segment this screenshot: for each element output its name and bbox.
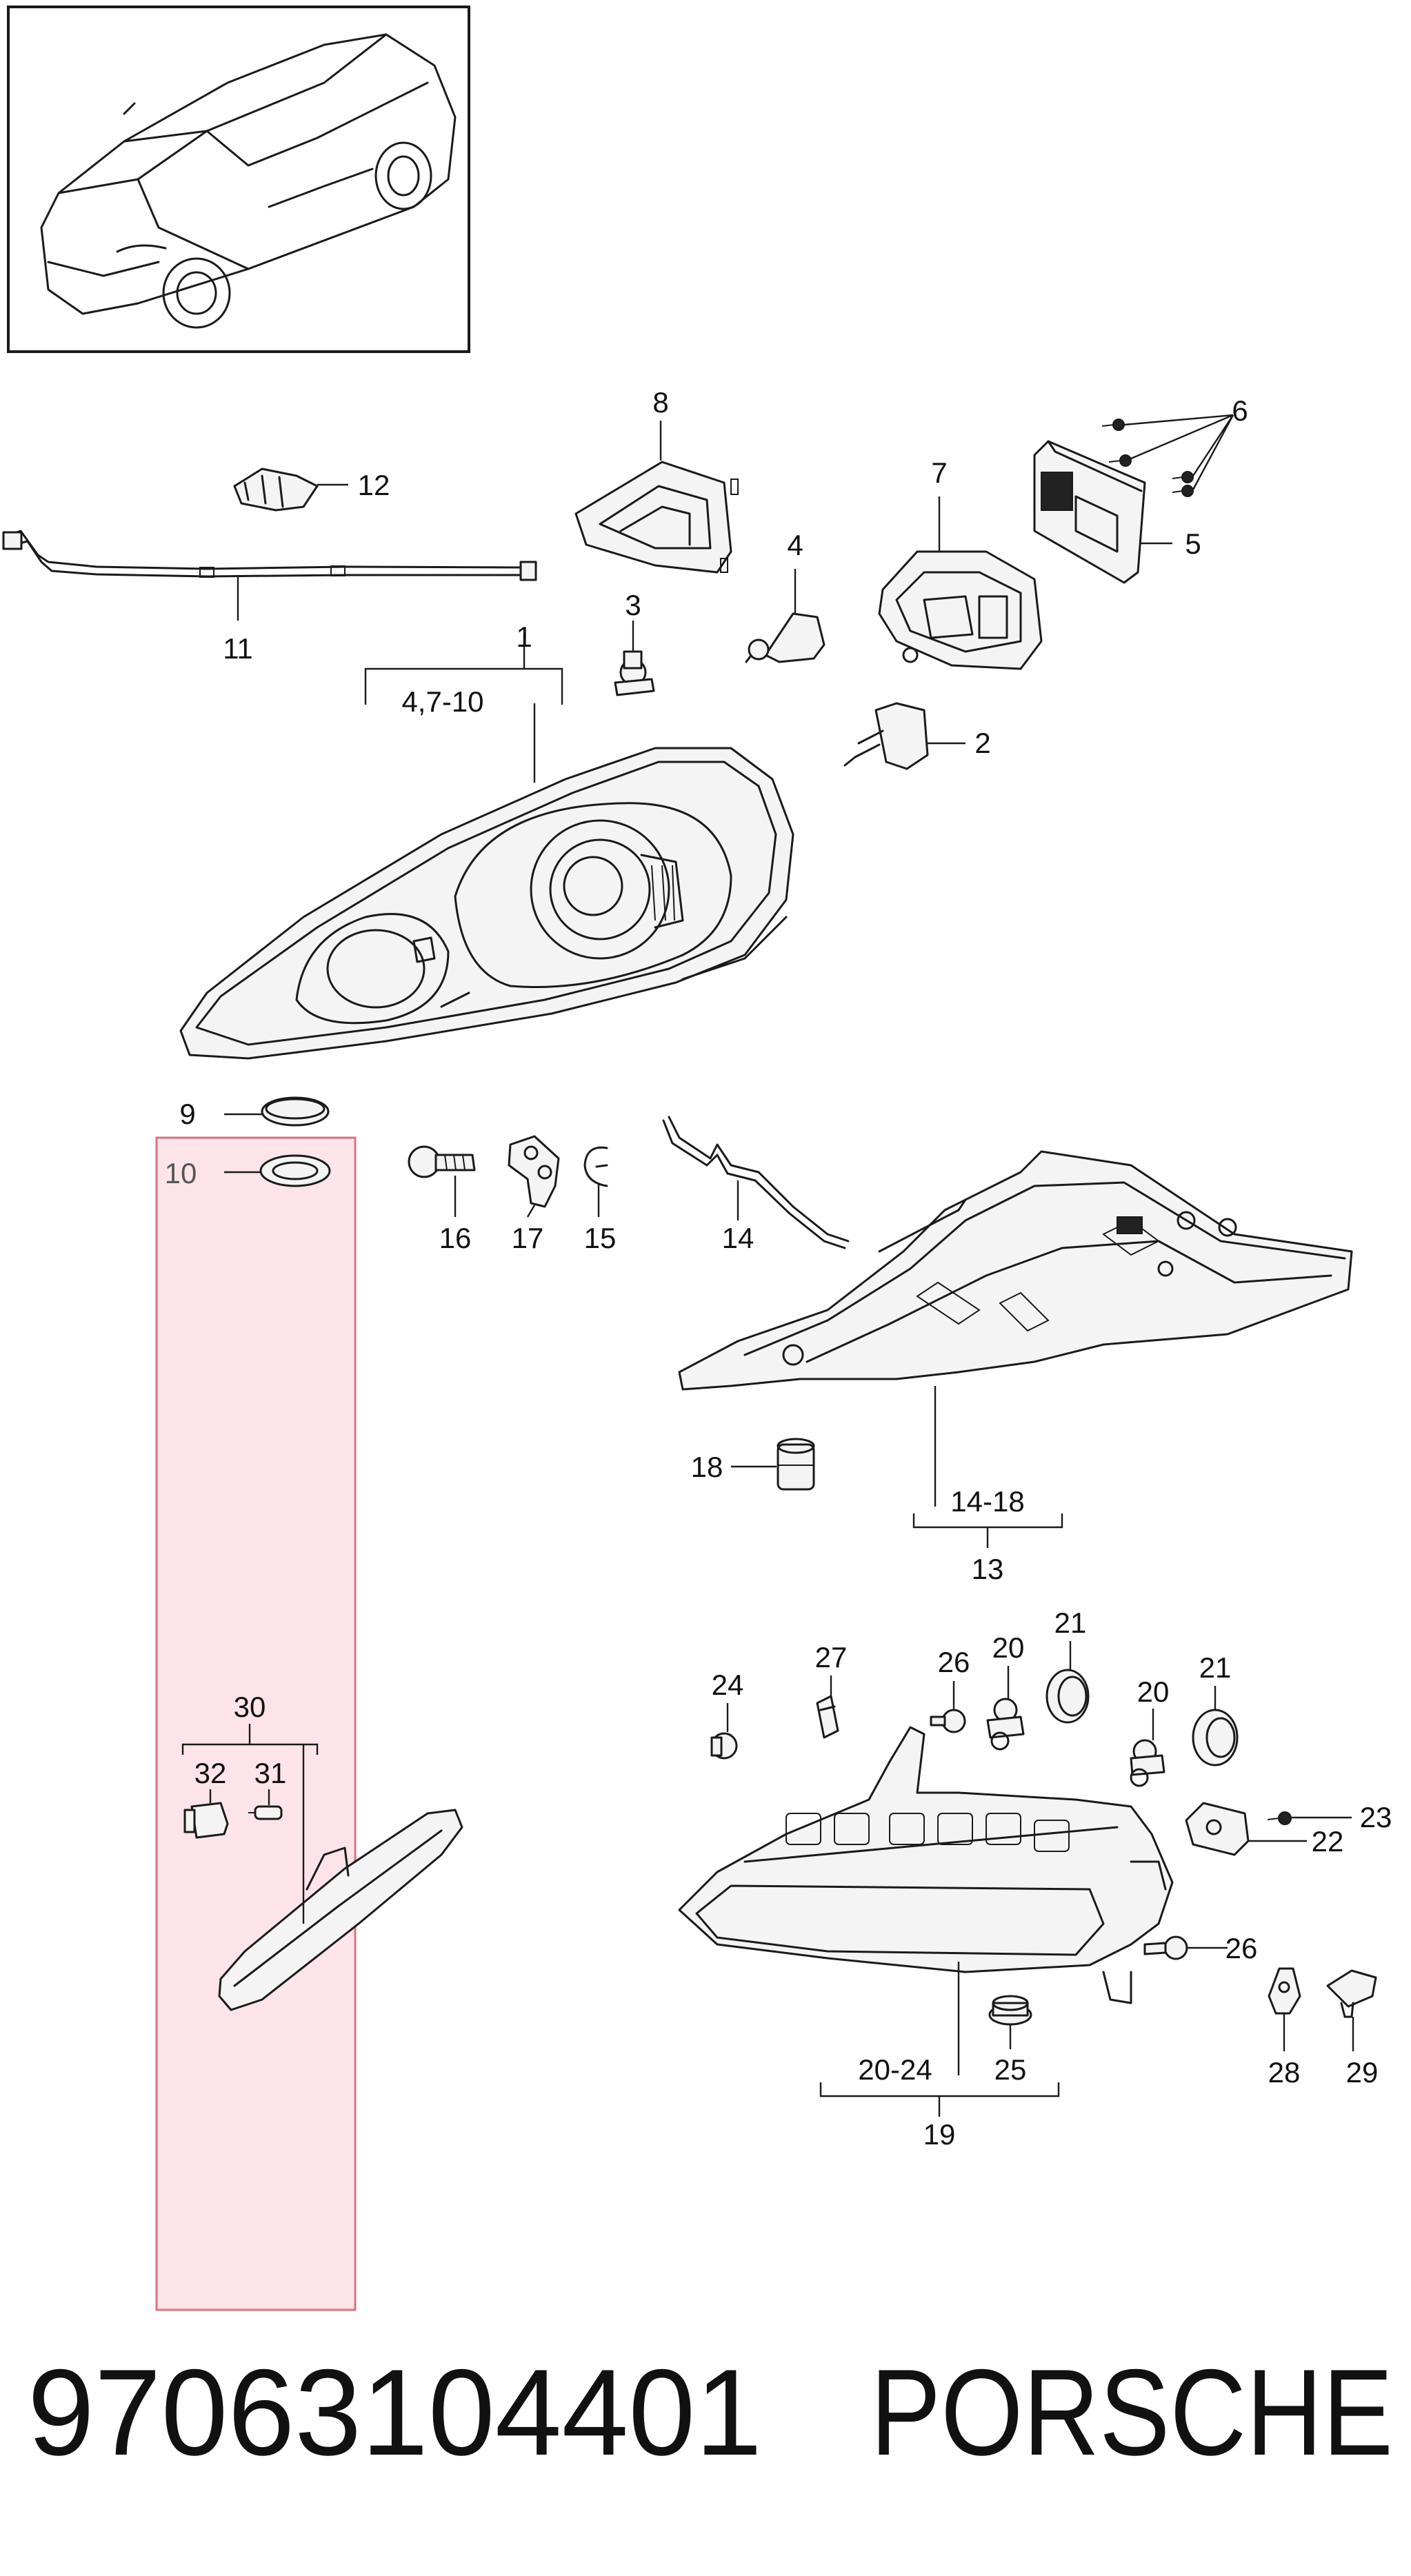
part-23-screw <box>1267 1811 1292 1825</box>
callout-21-b: 21 <box>1199 1651 1232 1684</box>
part-13-support <box>678 1150 1353 1391</box>
part-4-socket <box>745 612 825 663</box>
callout-29: 29 <box>1346 2056 1379 2089</box>
callout-21-a: 21 <box>1054 1607 1087 1639</box>
part-2-bulb <box>843 702 929 770</box>
callout-32: 32 <box>194 1757 227 1789</box>
part-21-ring-b <box>1192 1709 1239 1767</box>
callout-17: 17 <box>512 1222 544 1254</box>
callout-23: 23 <box>1360 1801 1392 1833</box>
part-28-retainer <box>1268 1967 1301 2015</box>
callout-28: 28 <box>1268 2056 1301 2089</box>
callout-30: 30 <box>234 1691 266 1723</box>
part-5-control-unit <box>1033 440 1146 584</box>
callout-20-b: 20 <box>1137 1676 1170 1708</box>
part-32-socket <box>183 1802 229 1839</box>
part-21-ring-a <box>1045 1669 1090 1724</box>
callout-22: 22 <box>1312 1825 1344 1858</box>
part-16-bolt <box>408 1145 476 1178</box>
callout-26-a: 26 <box>938 1646 970 1678</box>
callout-2: 2 <box>974 727 990 759</box>
callout-27: 27 <box>815 1641 848 1673</box>
callout-13: 13 <box>972 1553 1004 1585</box>
callout-4: 4 <box>787 529 803 561</box>
callout-1: 1 <box>516 621 532 653</box>
callout-15: 15 <box>584 1222 617 1254</box>
part-31-bulb <box>248 1805 283 1820</box>
part-20-adjuster-b <box>1130 1739 1165 1787</box>
part-8-housing-cover <box>574 461 739 574</box>
part-24-clip <box>710 1732 738 1760</box>
part-26-screw-bottom <box>1143 1935 1188 1960</box>
part-7-rear-cover <box>878 550 1043 670</box>
callout-9: 9 <box>179 1098 195 1130</box>
callout-24: 24 <box>712 1669 744 1701</box>
callout-18: 18 <box>691 1451 723 1483</box>
part-29-plug <box>1326 1969 1377 2018</box>
part-10-seal <box>259 1154 331 1187</box>
part-number: 97063104401 <box>28 2344 762 2481</box>
callout-26-b: 26 <box>1225 1932 1258 1964</box>
callout-31: 31 <box>254 1757 287 1789</box>
callout-12: 12 <box>358 469 390 501</box>
part-14-rod <box>662 1116 850 1249</box>
callout-5: 5 <box>1185 527 1201 560</box>
highlight-region <box>155 1136 357 2311</box>
callout-13-range: 14-18 <box>950 1485 1024 1518</box>
callout-3: 3 <box>625 589 641 621</box>
part-20-adjuster-a <box>986 1698 1025 1751</box>
part-22-actuator <box>1185 1802 1250 1856</box>
part-6-screws <box>1101 419 1194 497</box>
callout-20-a: 20 <box>992 1631 1025 1664</box>
part-1-headlight <box>179 747 794 1060</box>
part-18-grommet <box>777 1438 815 1491</box>
part-27-spring-clip <box>816 1695 839 1739</box>
callout-7: 7 <box>931 456 947 489</box>
part-25-grommet <box>988 1995 1032 2026</box>
part-30-side-marker <box>218 1809 463 2011</box>
callout-19-range: 20-24 <box>858 2053 932 2086</box>
callout-16: 16 <box>439 1222 472 1254</box>
callout-25: 25 <box>994 2053 1027 2086</box>
part-17-bracket <box>508 1135 560 1208</box>
part-11-wire-harness <box>2 530 537 581</box>
part-9-cap <box>261 1096 330 1127</box>
brand-name: PORSCHE <box>870 2344 1393 2481</box>
callout-8: 8 <box>652 386 668 419</box>
callout-1-range: 4,7-10 <box>401 685 483 718</box>
callout-6: 6 <box>1232 394 1248 427</box>
part-12-clip <box>233 467 319 512</box>
callout-14: 14 <box>722 1222 754 1254</box>
part-3-bulb <box>614 650 655 696</box>
callout-10: 10 <box>165 1157 197 1189</box>
part-19-fog-lamp <box>678 1726 1174 2004</box>
part-26-screw-top <box>930 1709 966 1733</box>
callout-19: 19 <box>923 2118 956 2151</box>
vehicle-thumbnail <box>7 6 470 353</box>
callout-11: 11 <box>223 632 253 665</box>
part-15-clip <box>583 1146 608 1187</box>
